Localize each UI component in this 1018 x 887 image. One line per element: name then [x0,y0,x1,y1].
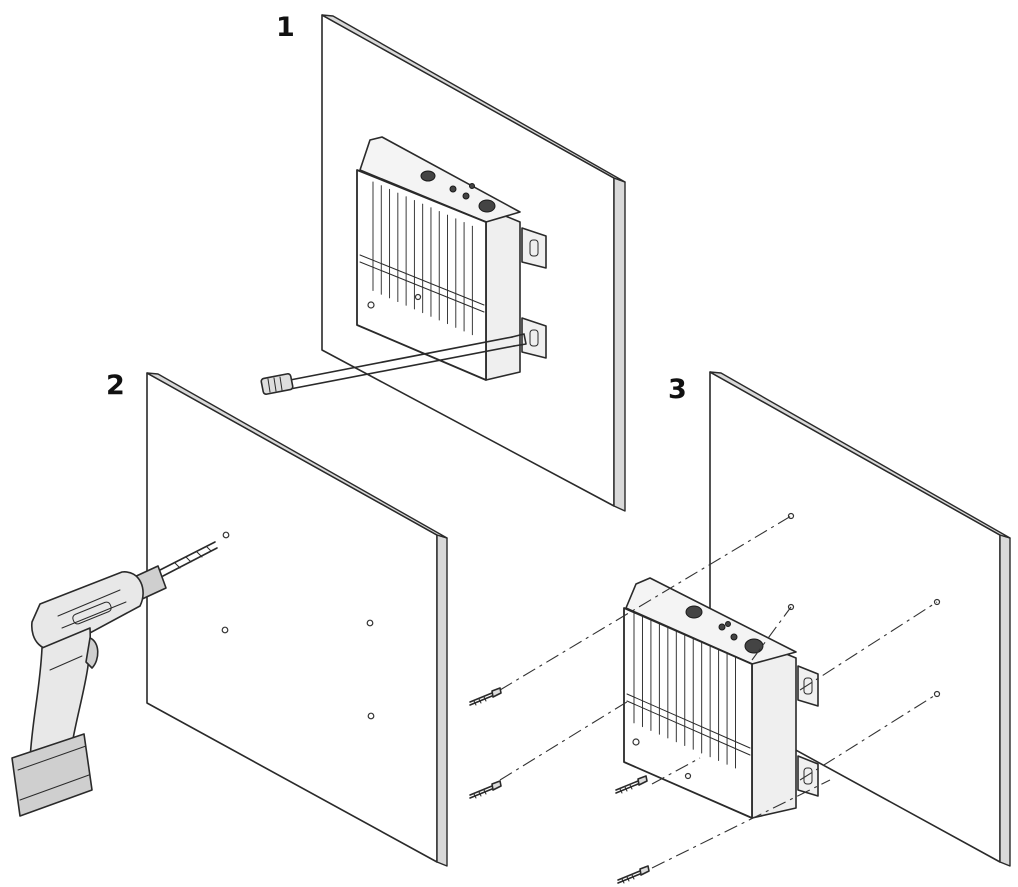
step-number-1: 1 [276,12,295,43]
screw-icon [469,780,502,799]
drill-holes [221,531,375,720]
device-being-mounted [623,577,819,819]
screw-icon [615,775,648,794]
screws [469,687,650,884]
step-1-illustration [260,14,626,512]
step-3-illustration [469,371,1011,884]
power-drill-icon [11,541,218,817]
antenna [260,333,527,395]
screw-icon [617,865,650,884]
step-number-2: 2 [106,370,125,401]
step-number-3: 3 [668,374,687,405]
wall-panel-2 [146,372,448,867]
mounted-device [356,136,547,381]
step-2-illustration [11,372,448,867]
screw-icon [469,687,502,706]
alignment-guides [499,515,938,869]
